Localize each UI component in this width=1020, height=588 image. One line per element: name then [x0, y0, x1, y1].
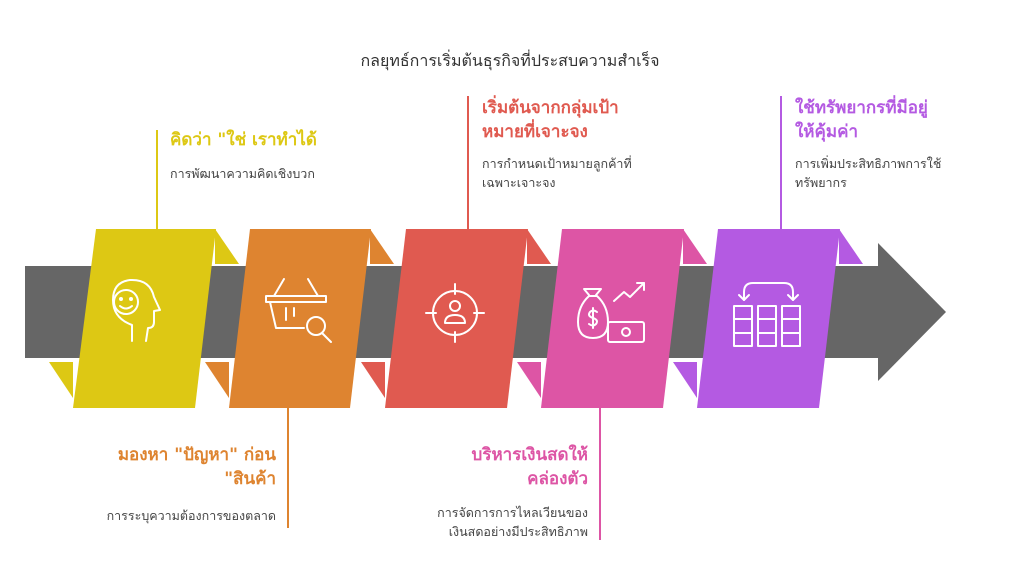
target-user-icon	[425, 283, 485, 343]
step-4-heading-line-2: คล่องตัว	[527, 469, 588, 489]
step-2-fold-top	[370, 229, 394, 264]
step-3-description-line-2: เฉพาะเจาะจง	[482, 175, 556, 190]
step-5-fold-bottom	[673, 362, 697, 398]
step-1-description: การพัฒนาความคิดเชิงบวก	[170, 166, 315, 181]
step-4-fold-bottom	[517, 362, 541, 398]
arrow-head	[878, 243, 946, 381]
money-growth-icon	[577, 282, 645, 343]
step-5-fold-top	[839, 229, 863, 264]
step-5-description-line-2: ทรัพยากร	[795, 175, 847, 190]
step-4-panel	[541, 229, 684, 408]
step-2-heading-line-2: "สินค้า	[224, 469, 276, 489]
step-4-heading-line-1: บริหารเงินสดให้	[471, 445, 588, 465]
step-1-panel	[73, 229, 216, 408]
step-4-fold-top	[683, 229, 707, 264]
step-2-panel	[229, 229, 371, 408]
step-1-fold-bottom	[49, 362, 73, 398]
basket-search-icon	[265, 278, 332, 343]
step-5-label: ใช้ทรัพยากรที่มีอยู่ ให้คุ้มค่า การเพิ่ม…	[795, 96, 1015, 192]
step-3-fold-bottom	[361, 362, 385, 398]
step-5-heading-line-2: ให้คุ้มค่า	[795, 122, 859, 142]
step-5-heading-line-1: ใช้ทรัพยากรที่มีอยู่	[795, 98, 928, 118]
step-2-description: การระบุความต้องการของตลาด	[106, 508, 276, 523]
diagram-title: กลยุทธ์การเริ่มต้นธุรกิจที่ประสบความสำเร…	[360, 51, 660, 70]
step-1-fold-top	[215, 229, 239, 264]
step-2-fold-bottom	[205, 362, 229, 398]
step-3-description-line-1: การกำหนดเป้าหมายลูกค้าที่	[482, 156, 632, 171]
resource-grid-icon	[733, 282, 801, 347]
step-1-heading: คิดว่า "ใช่ เราทำได้	[170, 130, 317, 150]
positive-mind-icon	[112, 278, 161, 342]
step-2-heading-line-1: มองหา "ปัญหา" ก่อน	[117, 445, 276, 465]
step-5-description-line-1: การเพิ่มประสิทธิภาพการใช้	[795, 156, 942, 171]
step-3-label: เริ่มต้นจากกลุ่มเป้า หมายที่เจาะจง การกำ…	[482, 96, 712, 192]
step-2-label: มองหา "ปัญหา" ก่อน "สินค้า การระบุความต้…	[40, 443, 276, 525]
step-3-heading-line-1: เริ่มต้นจากกลุ่มเป้า	[482, 98, 619, 118]
step-3-fold-top	[527, 229, 551, 264]
step-4-description-line-2: เงินสดอย่างมีประสิทธิภาพ	[448, 524, 588, 539]
step-4-description-line-1: การจัดการการไหลเวียนของ	[437, 505, 588, 520]
step-4-label: บริหารเงินสดให้ คล่องตัว การจัดการการไหล…	[356, 443, 588, 541]
step-3-heading-line-2: หมายที่เจาะจง	[482, 122, 588, 142]
step-1-label: คิดว่า "ใช่ เราทำได้ การพัฒนาความคิดเชิง…	[170, 128, 430, 183]
step-3-panel	[385, 229, 528, 408]
